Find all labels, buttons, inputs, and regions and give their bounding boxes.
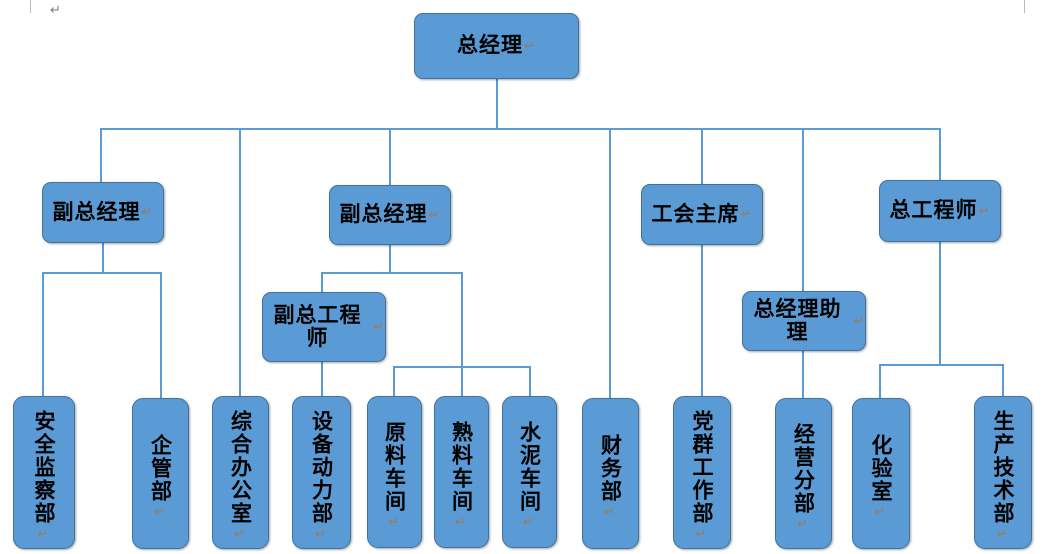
node-business-branch-label: 经营分部 (791, 422, 816, 515)
node-gm-assistant[interactable]: 总经理助理 ↵ (742, 291, 866, 351)
node-general-office-label: 综合办公室 (228, 410, 253, 526)
node-finance-dept-label: 财务部 (598, 434, 623, 504)
paragraph-mark-icon: ↵ (388, 514, 401, 530)
node-cement-workshop[interactable]: 水泥车间↵ (502, 396, 557, 548)
node-deputy-general-manager-1-label: 副总经理 (52, 199, 141, 224)
node-finance-dept[interactable]: 财务部↵ (582, 398, 639, 549)
paragraph-mark-icon: ↵ (315, 526, 328, 542)
node-chief-engineer-label: 总工程师 (889, 198, 978, 223)
paragraph-mark-icon: ↵ (523, 514, 536, 530)
node-deputy-general-manager-2[interactable]: 副总经理↵ (329, 185, 451, 245)
node-clinker-workshop-label: 熟料车间 (449, 421, 474, 514)
node-deputy-general-manager-1[interactable]: 副总经理↵ (42, 182, 164, 243)
node-equipment-power-dept-label: 设备动力部 (309, 410, 334, 526)
node-deputy-general-manager-2-label: 副总经理 (339, 202, 428, 227)
page-margin-mark-top-left (30, 0, 57, 13)
node-laboratory-label: 化验室 (869, 434, 894, 504)
node-raw-material-workshop-label: 原料车间 (382, 421, 407, 514)
paragraph-mark-icon: ↵ (978, 202, 991, 218)
paragraph-mark-icon: ↵ (37, 526, 51, 542)
node-gm-assistant-label: 总经理助理 (753, 296, 842, 344)
paragraph-mark-icon: ↵ (428, 206, 441, 222)
node-general-office[interactable]: 综合办公室↵ (212, 396, 269, 549)
node-raw-material-workshop[interactable]: 原料车间↵ (367, 396, 422, 548)
node-production-technology-dept[interactable]: 生产技术部↵ (974, 396, 1032, 549)
node-party-work-dept[interactable]: 党群工作部↵ (673, 396, 731, 549)
page-margin-mark-top-right (998, 0, 1025, 13)
node-enterprise-management-dept-label: 企管部 (148, 434, 173, 504)
node-production-technology-dept-label: 生产技术部 (991, 410, 1016, 526)
node-equipment-power-dept[interactable]: 设备动力部↵ (292, 396, 351, 549)
node-union-chairman[interactable]: 工会主席↵ (641, 184, 763, 245)
node-laboratory[interactable]: 化验室↵ (852, 398, 910, 549)
node-business-branch[interactable]: 经营分部↵ (775, 398, 832, 549)
paragraph-mark-icon: ↵ (373, 318, 385, 334)
paragraph-mark-icon: ↵ (695, 526, 709, 542)
paragraph-mark-icon: ↵ (740, 206, 753, 222)
paragraph-mark-icon: ↵ (797, 515, 810, 531)
paragraph-mark-icon: ↵ (455, 514, 468, 530)
paragraph-mark-icon: ↵ (234, 526, 247, 542)
node-enterprise-management-dept[interactable]: 企管部↵ (132, 398, 189, 549)
paragraph-mark-icon: ↵ (853, 312, 865, 328)
node-deputy-chief-engineer-label: 副总工程师 (273, 302, 362, 350)
node-union-chairman-label: 工会主席 (651, 201, 740, 226)
node-general-manager-label: 总经理 (457, 33, 524, 58)
node-clinker-workshop[interactable]: 熟料车间↵ (434, 396, 489, 548)
node-cement-workshop-label: 水泥车间 (517, 421, 542, 514)
paragraph-mark-icon: ↵ (141, 204, 154, 220)
paragraph-mark-icon: ↵ (996, 526, 1010, 542)
paragraph-mark-icon: ↵ (154, 504, 167, 520)
node-deputy-chief-engineer[interactable]: 副总工程师 ↵ (262, 292, 386, 362)
node-safety-supervision-dept[interactable]: 安全监察部↵ (13, 396, 75, 549)
node-safety-supervision-dept-label: 安全监察部 (32, 410, 57, 526)
node-general-manager[interactable]: 总经理↵ (414, 13, 579, 79)
node-chief-engineer[interactable]: 总工程师↵ (879, 180, 1001, 242)
paragraph-mark-icon: ↵ (50, 2, 61, 17)
paragraph-mark-icon: ↵ (604, 504, 617, 520)
node-party-work-dept-label: 党群工作部 (690, 410, 715, 526)
paragraph-mark-icon: ↵ (874, 504, 888, 520)
paragraph-mark-icon: ↵ (524, 37, 536, 53)
